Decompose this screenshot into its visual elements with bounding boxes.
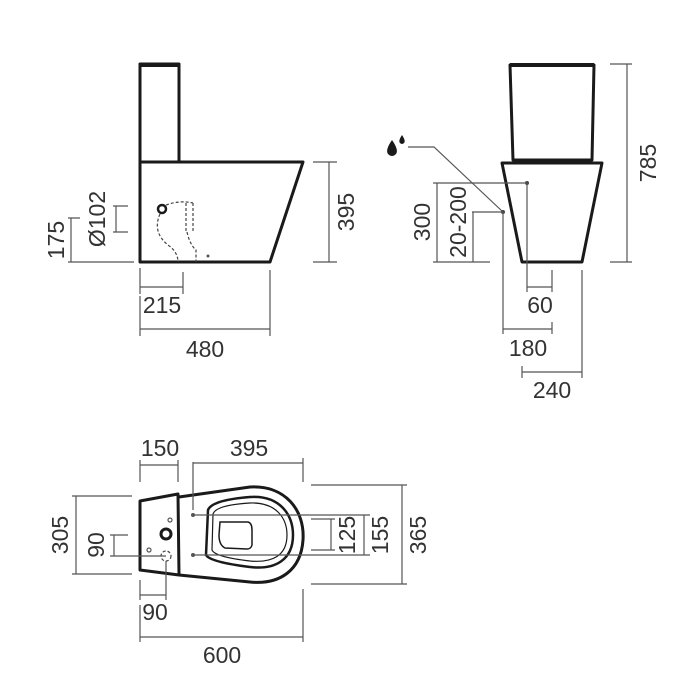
top-pan bbox=[178, 485, 305, 584]
outlet-pipe bbox=[156, 203, 168, 215]
flush-button bbox=[159, 527, 173, 541]
dim-total-width: 365 bbox=[405, 516, 431, 554]
dim-water-inlet-range: 20-200 bbox=[445, 186, 471, 258]
side-view: 395 175 Ø102 215 480 bbox=[43, 62, 359, 362]
dim-outlet-width: 60 bbox=[527, 292, 553, 318]
top-cistern bbox=[138, 492, 181, 577]
dim-total-length: 600 bbox=[203, 642, 241, 668]
side-cistern bbox=[138, 62, 181, 164]
dim-inlet-height: 300 bbox=[409, 203, 435, 241]
dim-inlet-offset: 180 bbox=[509, 335, 547, 361]
dim-seat-hole-inner: 125 bbox=[334, 516, 360, 554]
front-cistern bbox=[508, 63, 596, 162]
dim-outlet-diameter: Ø102 bbox=[84, 191, 110, 247]
seat-rim bbox=[204, 495, 295, 569]
dim-side-height: 395 bbox=[333, 193, 359, 231]
front-pan bbox=[500, 161, 604, 264]
dim-outlet-offset: 215 bbox=[143, 292, 181, 318]
dim-total-height: 785 bbox=[635, 144, 661, 182]
dim-base-width: 240 bbox=[533, 377, 571, 403]
dim-inlet-offset-y: 90 bbox=[83, 532, 109, 558]
dim-seat-hole-spacing: 155 bbox=[367, 516, 393, 554]
dim-seat-hole-to-front: 395 bbox=[230, 435, 268, 461]
dim-tank-depth: 150 bbox=[141, 435, 179, 461]
trap-path bbox=[156, 201, 197, 263]
top-view: 150 395 305 90 90 600 125 155 365 bbox=[47, 435, 431, 668]
dim-side-depth: 480 bbox=[186, 336, 224, 362]
water-drops-icon bbox=[387, 135, 405, 156]
bowl-outlet bbox=[218, 521, 253, 550]
dim-tank-width: 305 bbox=[47, 516, 73, 554]
side-pan bbox=[138, 160, 305, 264]
dim-inlet-offset-x: 90 bbox=[142, 599, 168, 625]
dim-outlet-height: 175 bbox=[43, 221, 69, 259]
front-view: 785 300 20-200 60 180 240 bbox=[387, 63, 661, 403]
